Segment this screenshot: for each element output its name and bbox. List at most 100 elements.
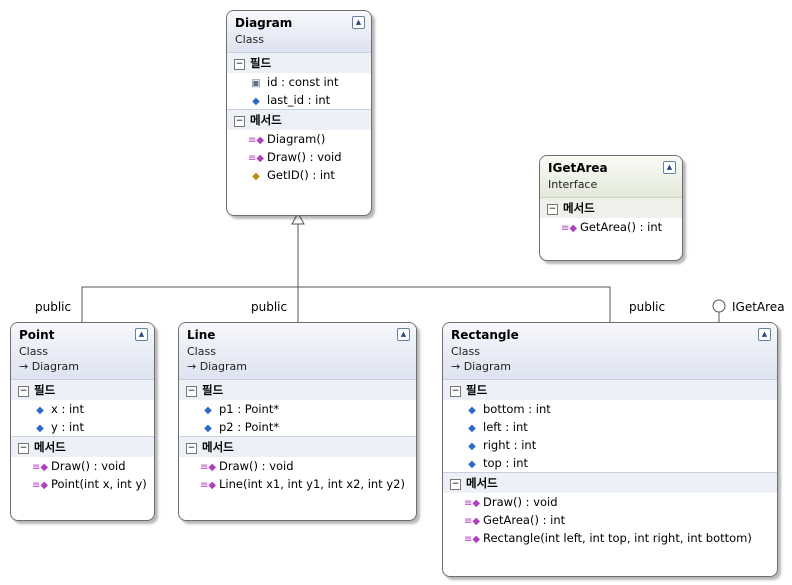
class-header: Diagram Class ▲ — [227, 11, 371, 52]
method-item[interactable]: ◆GetID() : int — [227, 166, 371, 184]
member-text: id : const int — [267, 75, 339, 89]
member-text: Rectangle(int left, int top, int right, … — [483, 531, 752, 545]
class-header: Rectangle Class → Diagram ▲ — [443, 323, 777, 379]
class-box-point[interactable]: Point Class → Diagram ▲ −필드 ◆x : int ◆y … — [10, 322, 155, 521]
fields-section-header[interactable]: −필드 — [11, 379, 154, 400]
collapse-minus-icon[interactable]: − — [234, 59, 245, 70]
method-icon: ≡◆ — [464, 534, 481, 545]
method-item[interactable]: ≡◆GetArea() : int — [443, 511, 777, 529]
collapse-minus-icon[interactable]: − — [186, 386, 197, 397]
collapse-minus-icon[interactable]: − — [18, 386, 29, 397]
methods-section-header[interactable]: −메서드 — [227, 109, 371, 130]
field-item[interactable]: ◆top : int — [443, 454, 777, 472]
method-icon: ≡◆ — [32, 462, 49, 473]
method-item[interactable]: ≡◆Point(int x, int y) — [11, 475, 154, 493]
class-header: Point Class → Diagram ▲ — [11, 323, 154, 379]
field-item[interactable]: ◆bottom : int — [443, 400, 777, 418]
class-box-rectangle[interactable]: Rectangle Class → Diagram ▲ −필드 ◆bottom … — [442, 322, 778, 577]
methods-section-header[interactable]: −메서드 — [443, 472, 777, 493]
member-text: x : int — [51, 402, 84, 416]
interface-header: IGetArea Interface ▲ — [540, 156, 682, 197]
class-box-diagram[interactable]: Diagram Class ▲ −필드 ▣id : const int ◆las… — [226, 10, 372, 216]
field-item[interactable]: ◆x : int — [11, 400, 154, 418]
collapse-minus-icon[interactable]: − — [186, 443, 197, 454]
field-icon: ◆ — [468, 423, 476, 434]
member-text: Draw() : void — [483, 495, 558, 509]
section-label: 메서드 — [466, 476, 498, 490]
field-item[interactable]: ◆y : int — [11, 418, 154, 436]
member-text: GetArea() : int — [580, 220, 663, 234]
section-label: 메서드 — [34, 440, 66, 454]
member-text: Draw() : void — [219, 459, 294, 473]
field-icon: ◆ — [468, 405, 476, 416]
collapse-chevron-icon[interactable]: ▲ — [397, 328, 410, 341]
field-icon: ◆ — [468, 441, 476, 452]
interface-box-igetarea[interactable]: IGetArea Interface ▲ −메서드 ≡◆GetArea() : … — [539, 155, 683, 261]
field-item[interactable]: ◆right : int — [443, 436, 777, 454]
section-label: 메서드 — [563, 201, 595, 215]
collapse-chevron-icon[interactable]: ▲ — [135, 328, 148, 341]
fields-section-header[interactable]: −필드 — [443, 379, 777, 400]
member-text: Diagram() — [267, 132, 326, 146]
line-inheritance-label: public — [251, 300, 288, 314]
method-item[interactable]: ≡◆Rectangle(int left, int top, int right… — [443, 529, 777, 547]
method-item[interactable]: ≡◆GetArea() : int — [540, 218, 682, 236]
method-item[interactable]: ≡◆Line(int x1, int y1, int x2, int y2) — [179, 475, 416, 493]
field-item[interactable]: ◆last_id : int — [227, 91, 371, 109]
method-item[interactable]: ≡◆Diagram() — [227, 130, 371, 148]
collapse-minus-icon[interactable]: − — [18, 443, 29, 454]
member-text: Line(int x1, int y1, int x2, int y2) — [219, 477, 405, 491]
field-item[interactable]: ◆ left : int — [443, 418, 777, 436]
class-title: Rectangle — [451, 328, 519, 342]
collapse-chevron-icon[interactable]: ▲ — [758, 328, 771, 341]
field-icon: ◆ — [204, 405, 212, 416]
class-stereotype: Class — [451, 345, 480, 358]
method-item[interactable]: ≡◆Draw() : void — [443, 493, 777, 511]
collapse-minus-icon[interactable]: − — [547, 204, 558, 215]
method-icon: ≡◆ — [32, 480, 49, 491]
field-item[interactable]: ◆ p1 : Point* — [179, 400, 416, 418]
method-item[interactable]: ≡◆Draw() : void — [11, 457, 154, 475]
class-stereotype: Class — [187, 345, 216, 358]
methods-section-header[interactable]: −메서드 — [540, 197, 682, 218]
method-icon: ≡◆ — [200, 462, 217, 473]
interface-lollipop-label: IGetArea — [732, 300, 785, 314]
interface-title: IGetArea — [548, 161, 608, 175]
field-item[interactable]: ▣id : const int — [227, 73, 371, 91]
method-icon: ≡◆ — [248, 135, 265, 146]
rectangle-inheritance-label: public — [629, 300, 666, 314]
static-method-icon: ◆ — [252, 171, 260, 182]
section-label: 필드 — [34, 383, 56, 397]
field-item[interactable]: ◆p2 : Point* — [179, 418, 416, 436]
methods-section-header[interactable]: −메서드 — [11, 436, 154, 457]
class-box-line[interactable]: Line Class → Diagram ▲ −필드 ◆p1 : Point* … — [178, 322, 417, 521]
section-label: 필드 — [250, 56, 272, 70]
class-title: Diagram — [235, 16, 293, 30]
collapse-minus-icon[interactable]: − — [450, 479, 461, 490]
member-text: p1 : Point* — [219, 402, 280, 416]
method-icon: ≡◆ — [464, 516, 481, 527]
methods-section-header[interactable]: −메서드 — [179, 436, 416, 457]
point-inheritance-label: public — [35, 300, 72, 314]
method-item[interactable]: ≡◆Draw() : void — [179, 457, 416, 475]
section-label: 필드 — [202, 383, 224, 397]
collapse-minus-icon[interactable]: − — [234, 116, 245, 127]
fields-section-header[interactable]: −필드 — [227, 52, 371, 73]
member-text: Draw() : void — [267, 150, 342, 164]
class-title: Line — [187, 328, 216, 342]
member-text: last_id : int — [267, 93, 331, 107]
field-icon: ◆ — [468, 459, 476, 470]
base-class: → Diagram — [187, 360, 247, 373]
collapse-chevron-icon[interactable]: ▲ — [663, 161, 676, 174]
method-item[interactable]: ≡◆Draw() : void — [227, 148, 371, 166]
interface-lollipop-icon — [712, 299, 726, 313]
base-class: → Diagram — [451, 360, 511, 373]
member-text: left : int — [483, 420, 528, 434]
collapse-minus-icon[interactable]: − — [450, 386, 461, 397]
member-text: GetArea() : int — [483, 513, 566, 527]
field-icon: ◆ — [36, 423, 44, 434]
fields-section-header[interactable]: −필드 — [179, 379, 416, 400]
collapse-chevron-icon[interactable]: ▲ — [352, 16, 365, 29]
section-label: 필드 — [466, 383, 488, 397]
